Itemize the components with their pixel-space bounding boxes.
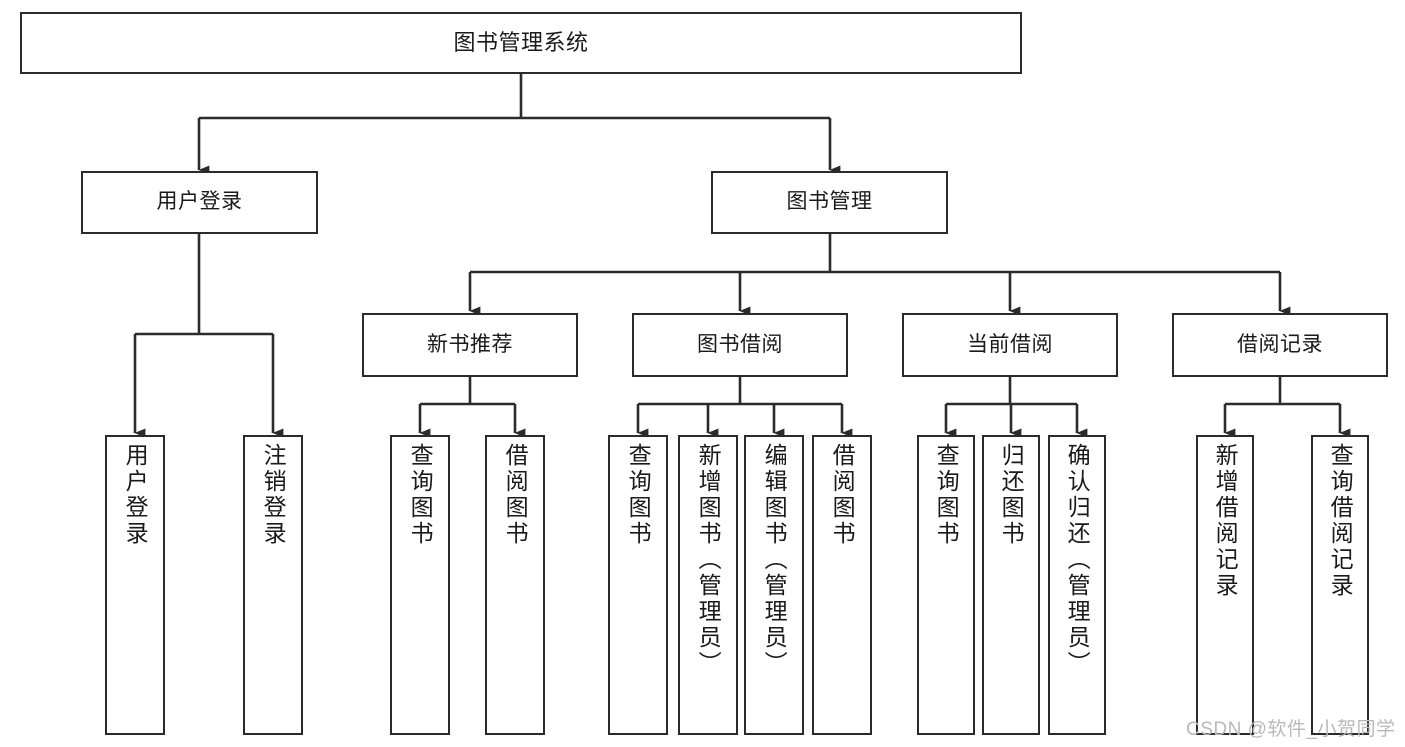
- node-label: 当前借阅: [967, 332, 1053, 356]
- node-book-borrow[interactable]: 图书借阅: [632, 313, 848, 377]
- node-leaf-user-login[interactable]: 用户登录: [105, 435, 165, 735]
- node-label: 图书管理: [786, 190, 873, 214]
- node-label: 新增借阅记录: [1212, 443, 1239, 599]
- node-leaf-br-add-record[interactable]: 新增借阅记录: [1196, 435, 1254, 735]
- node-label: 查询图书: [933, 443, 960, 547]
- node-label: 借阅图书: [829, 443, 856, 547]
- node-leaf-cb-return-book[interactable]: 归还图书: [982, 435, 1040, 735]
- node-label: 编辑图书（管理员）: [761, 443, 788, 677]
- node-label: 归还图书: [998, 443, 1025, 547]
- node-label: 借阅记录: [1237, 332, 1323, 356]
- node-label: 查询图书: [625, 443, 652, 547]
- node-leaf-nb-borrow-book[interactable]: 借阅图书: [485, 435, 545, 735]
- node-leaf-bb-borrow-book[interactable]: 借阅图书: [812, 435, 872, 735]
- node-label: 借阅图书: [502, 443, 529, 547]
- node-label: 查询借阅记录: [1327, 443, 1354, 599]
- node-label: 图书借阅: [697, 332, 783, 356]
- node-label: 用户登录: [156, 190, 243, 214]
- node-label: 确认归还（管理员）: [1064, 443, 1091, 677]
- node-leaf-br-query-record[interactable]: 查询借阅记录: [1311, 435, 1369, 735]
- node-label: 用户登录: [122, 443, 149, 547]
- node-leaf-logout[interactable]: 注销登录: [243, 435, 303, 735]
- node-label: 新增图书（管理员）: [695, 443, 722, 677]
- node-current-borrow[interactable]: 当前借阅: [902, 313, 1118, 377]
- node-leaf-bb-query-book[interactable]: 查询图书: [608, 435, 668, 735]
- node-label: 图书管理系统: [453, 30, 589, 56]
- node-label: 查询图书: [407, 443, 434, 547]
- node-leaf-nb-query-book[interactable]: 查询图书: [390, 435, 450, 735]
- node-leaf-bb-edit-book[interactable]: 编辑图书（管理员）: [744, 435, 804, 735]
- node-borrow-record[interactable]: 借阅记录: [1172, 313, 1388, 377]
- node-user-login[interactable]: 用户登录: [81, 171, 318, 234]
- node-root-system[interactable]: 图书管理系统: [20, 12, 1022, 74]
- node-new-book-recommend[interactable]: 新书推荐: [362, 313, 578, 377]
- node-label: 注销登录: [260, 443, 287, 547]
- node-book-management[interactable]: 图书管理: [711, 171, 948, 234]
- node-leaf-cb-query-book[interactable]: 查询图书: [917, 435, 975, 735]
- node-leaf-cb-confirm-return[interactable]: 确认归还（管理员）: [1048, 435, 1106, 735]
- node-leaf-bb-add-book[interactable]: 新增图书（管理员）: [678, 435, 738, 735]
- node-label: 新书推荐: [427, 332, 513, 356]
